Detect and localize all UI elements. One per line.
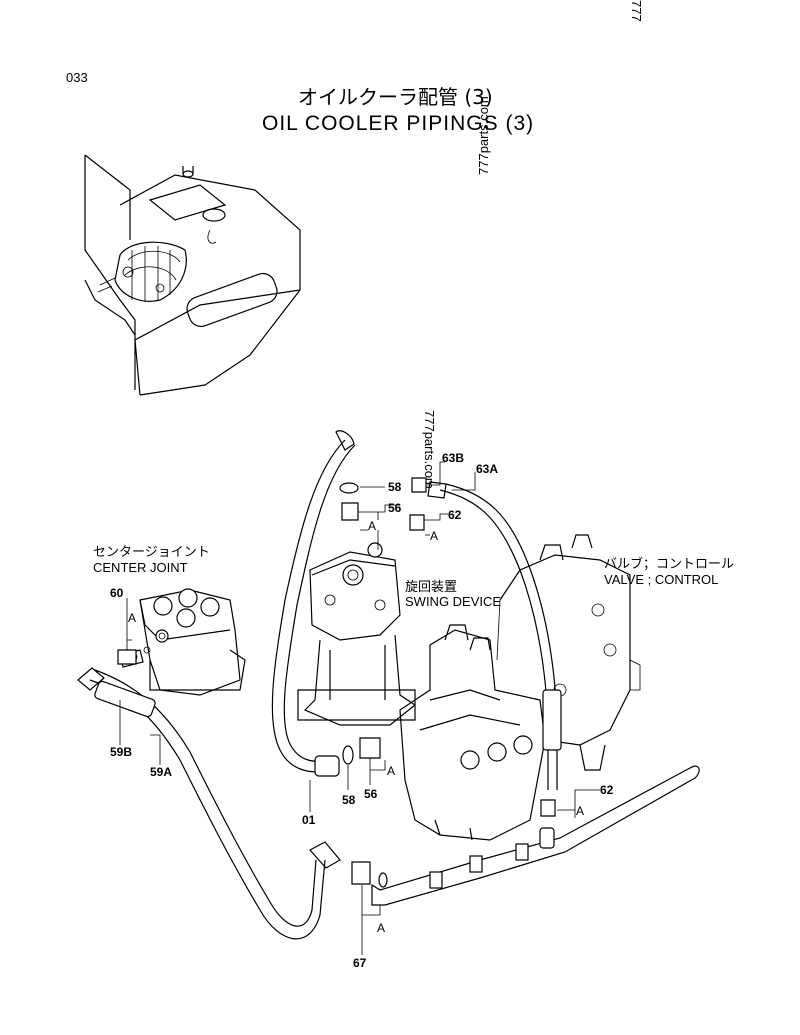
part-number-56-bottom: 56 [364,787,378,801]
machine-overview-illustration [84,154,301,396]
leader-lines [119,461,600,955]
caption-swing-device-en: SWING DEVICE [405,594,501,609]
section-mark-a-valve: A [430,529,438,543]
swing-device-illustration [297,542,417,726]
watermark-mid: 777parts.com [422,410,437,489]
center-joint-illustration [119,588,246,696]
caption-valve-control-en: VALVE ; CONTROL [604,572,718,587]
fitting-56-bottom [359,737,381,759]
part-number-62-top: 62 [448,508,462,522]
fitting-58-top [339,482,359,494]
part-number-59b: 59B [110,745,132,759]
watermark-top: 777parts.com [476,96,491,175]
part-number-67: 67 [353,956,367,970]
section-mark-a-joint: A [128,611,136,625]
caption-swing-device-jp: 旋回装置 [405,579,457,594]
fitting-62-right [540,799,556,817]
section-mark-a-right: A [576,804,584,818]
cooler-pipe [371,765,700,906]
watermark-corner: 777 [629,0,644,22]
fitting-56-top [341,502,359,521]
caption-center-joint-jp: センタージョイント [93,544,210,559]
part-number-62-right: 62 [600,783,614,797]
part-number-56-top: 56 [388,501,402,515]
part-number-63b: 63B [442,451,464,465]
section-mark-a-bottom: A [387,764,395,778]
title-japanese: オイルクーラ配管 (3) [298,85,493,109]
page-number: 033 [66,70,88,85]
part-number-63a: 63A [476,462,498,476]
fitting-63b [411,477,427,493]
title-english: OIL COOLER PIPINGS (3) [262,112,534,135]
fitting-62-top [409,514,425,531]
control-valve-illustration [399,534,641,841]
part-number-60: 60 [110,586,124,600]
hose-01 [271,430,356,777]
fitting-67 [351,861,388,888]
part-number-59a: 59A [150,765,172,779]
fitting-60 [117,649,137,665]
part-number-58-top: 58 [388,480,402,494]
fitting-58-bottom [342,745,354,765]
hose-59a [77,667,341,940]
section-mark-a-swing: A [368,519,376,533]
part-number-01: 01 [302,813,316,827]
caption-valve-control-jp: バルブ；コントロール [604,556,734,572]
part-number-58-bottom: 58 [342,793,356,807]
caption-center-joint-en: CENTER JOINT [93,560,188,575]
section-mark-a-lower: A [377,921,385,935]
hose-63a [427,481,562,790]
